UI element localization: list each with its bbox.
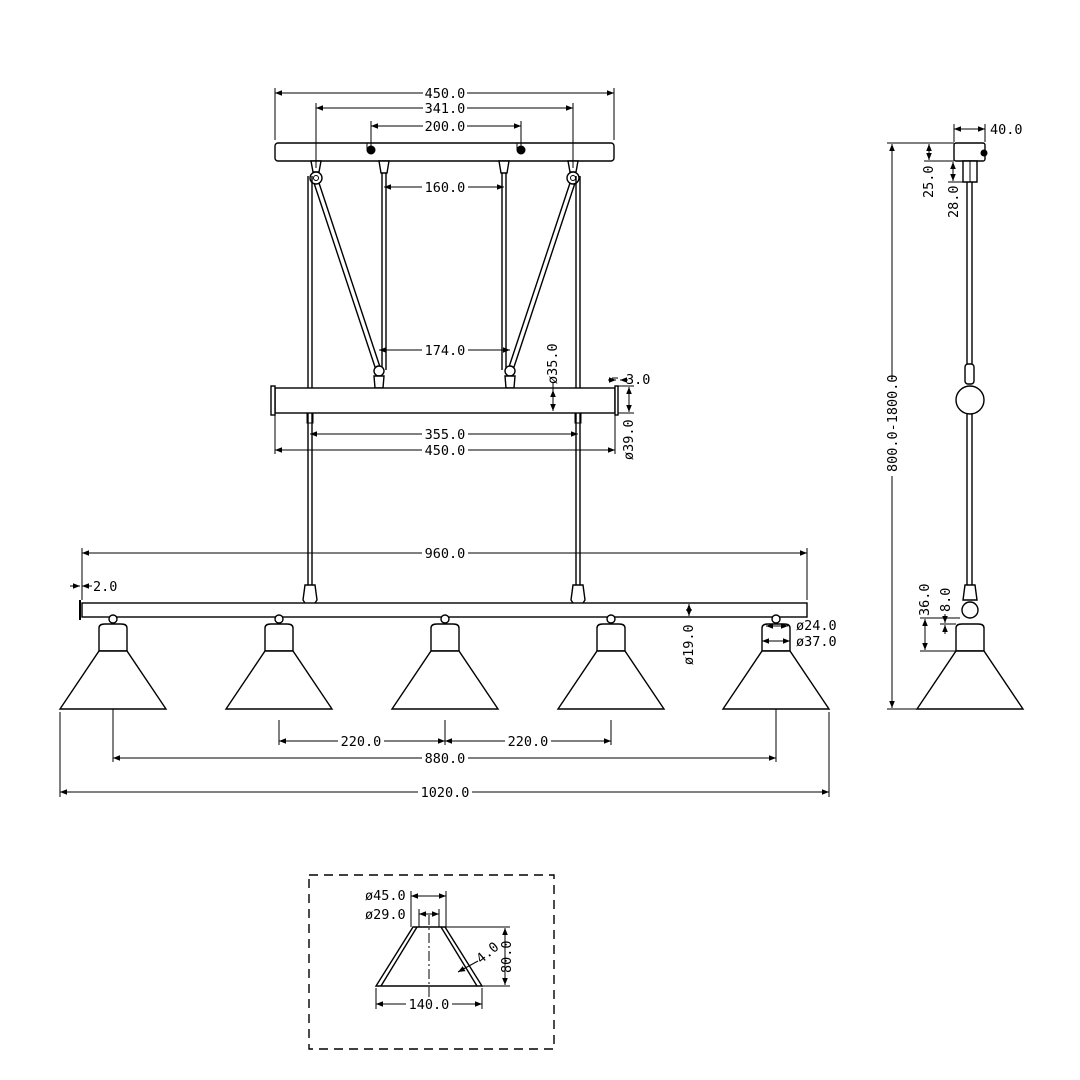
dim-side-socket-offset: 8.0 (938, 588, 954, 612)
dim-detail-bottom-diameter: 140.0 (409, 997, 450, 1013)
front-dimensions: 450.0 341.0 200.0 160.0 174.0 ø3 (59, 86, 837, 801)
dim-side-hook-height: 28.0 (946, 185, 962, 218)
dim-shade-spacing-right: 220.0 (508, 734, 549, 750)
shade-4 (556, 614, 666, 710)
dim-middle-rod-spacing: 355.0 (425, 427, 466, 443)
dim-middle-hook-spacing: 174.0 (425, 343, 466, 359)
middle-tube (270, 385, 619, 416)
side-dimensions: 40.0 25.0 28.0 800.0-1800.0 36.0 (884, 122, 1023, 710)
dim-middle-tube-diameter-small: ø35.0 (545, 343, 561, 384)
dim-detail-height: 80.0 (499, 940, 515, 973)
shade-3 (390, 614, 500, 710)
dim-side-socket-height: 36.0 (917, 583, 933, 616)
upper-suspension (307, 173, 581, 389)
shade-2 (224, 614, 334, 710)
dim-middle-tube-width: 450.0 (425, 443, 466, 459)
shade-5 (721, 614, 831, 710)
dim-shade-spacing-left: 220.0 (341, 734, 382, 750)
lower-suspension (302, 412, 586, 607)
dim-middle-tube-diameter-large: ø39.0 (621, 419, 637, 460)
dim-top-rod-spacing: 160.0 (425, 180, 466, 196)
dim-side-depth: 40.0 (990, 122, 1023, 138)
dim-detail-top-inner-diameter: ø29.0 (365, 907, 406, 923)
shade-detail: ø45.0 ø29.0 4.0 80.0 140.0 (308, 874, 555, 1050)
side-view: 40.0 25.0 28.0 800.0-1800.0 36.0 (884, 122, 1025, 710)
dim-socket-diameter-large: ø37.0 (796, 634, 837, 650)
dim-outer-shade-spacing: 880.0 (425, 751, 466, 767)
dim-side-total-height: 800.0-1800.0 (885, 374, 901, 472)
dim-overall-width: 1020.0 (421, 785, 470, 801)
dim-side-canopy-height: 25.0 (921, 165, 937, 198)
dim-top-canopy-width: 450.0 (425, 86, 466, 102)
pendant-shades (58, 614, 831, 710)
front-view: 450.0 341.0 200.0 160.0 174.0 ø3 (58, 86, 837, 801)
dim-lower-bar-diameter: ø19.0 (681, 624, 697, 665)
dim-lower-bar-width: 960.0 (425, 546, 466, 562)
dim-detail-top-outer-diameter: ø45.0 (365, 888, 406, 904)
top-canopy (274, 142, 615, 185)
dim-middle-tube-wall: 3.0 (626, 372, 650, 388)
dim-top-screw-spacing: 200.0 (425, 119, 466, 135)
dim-detail-wall: 4.0 (473, 939, 502, 967)
dim-top-hook-spacing: 341.0 (425, 101, 466, 117)
shade-1 (58, 614, 168, 710)
dim-lower-bar-endcap: 2.0 (93, 579, 117, 595)
dim-socket-diameter-small: ø24.0 (796, 618, 837, 634)
